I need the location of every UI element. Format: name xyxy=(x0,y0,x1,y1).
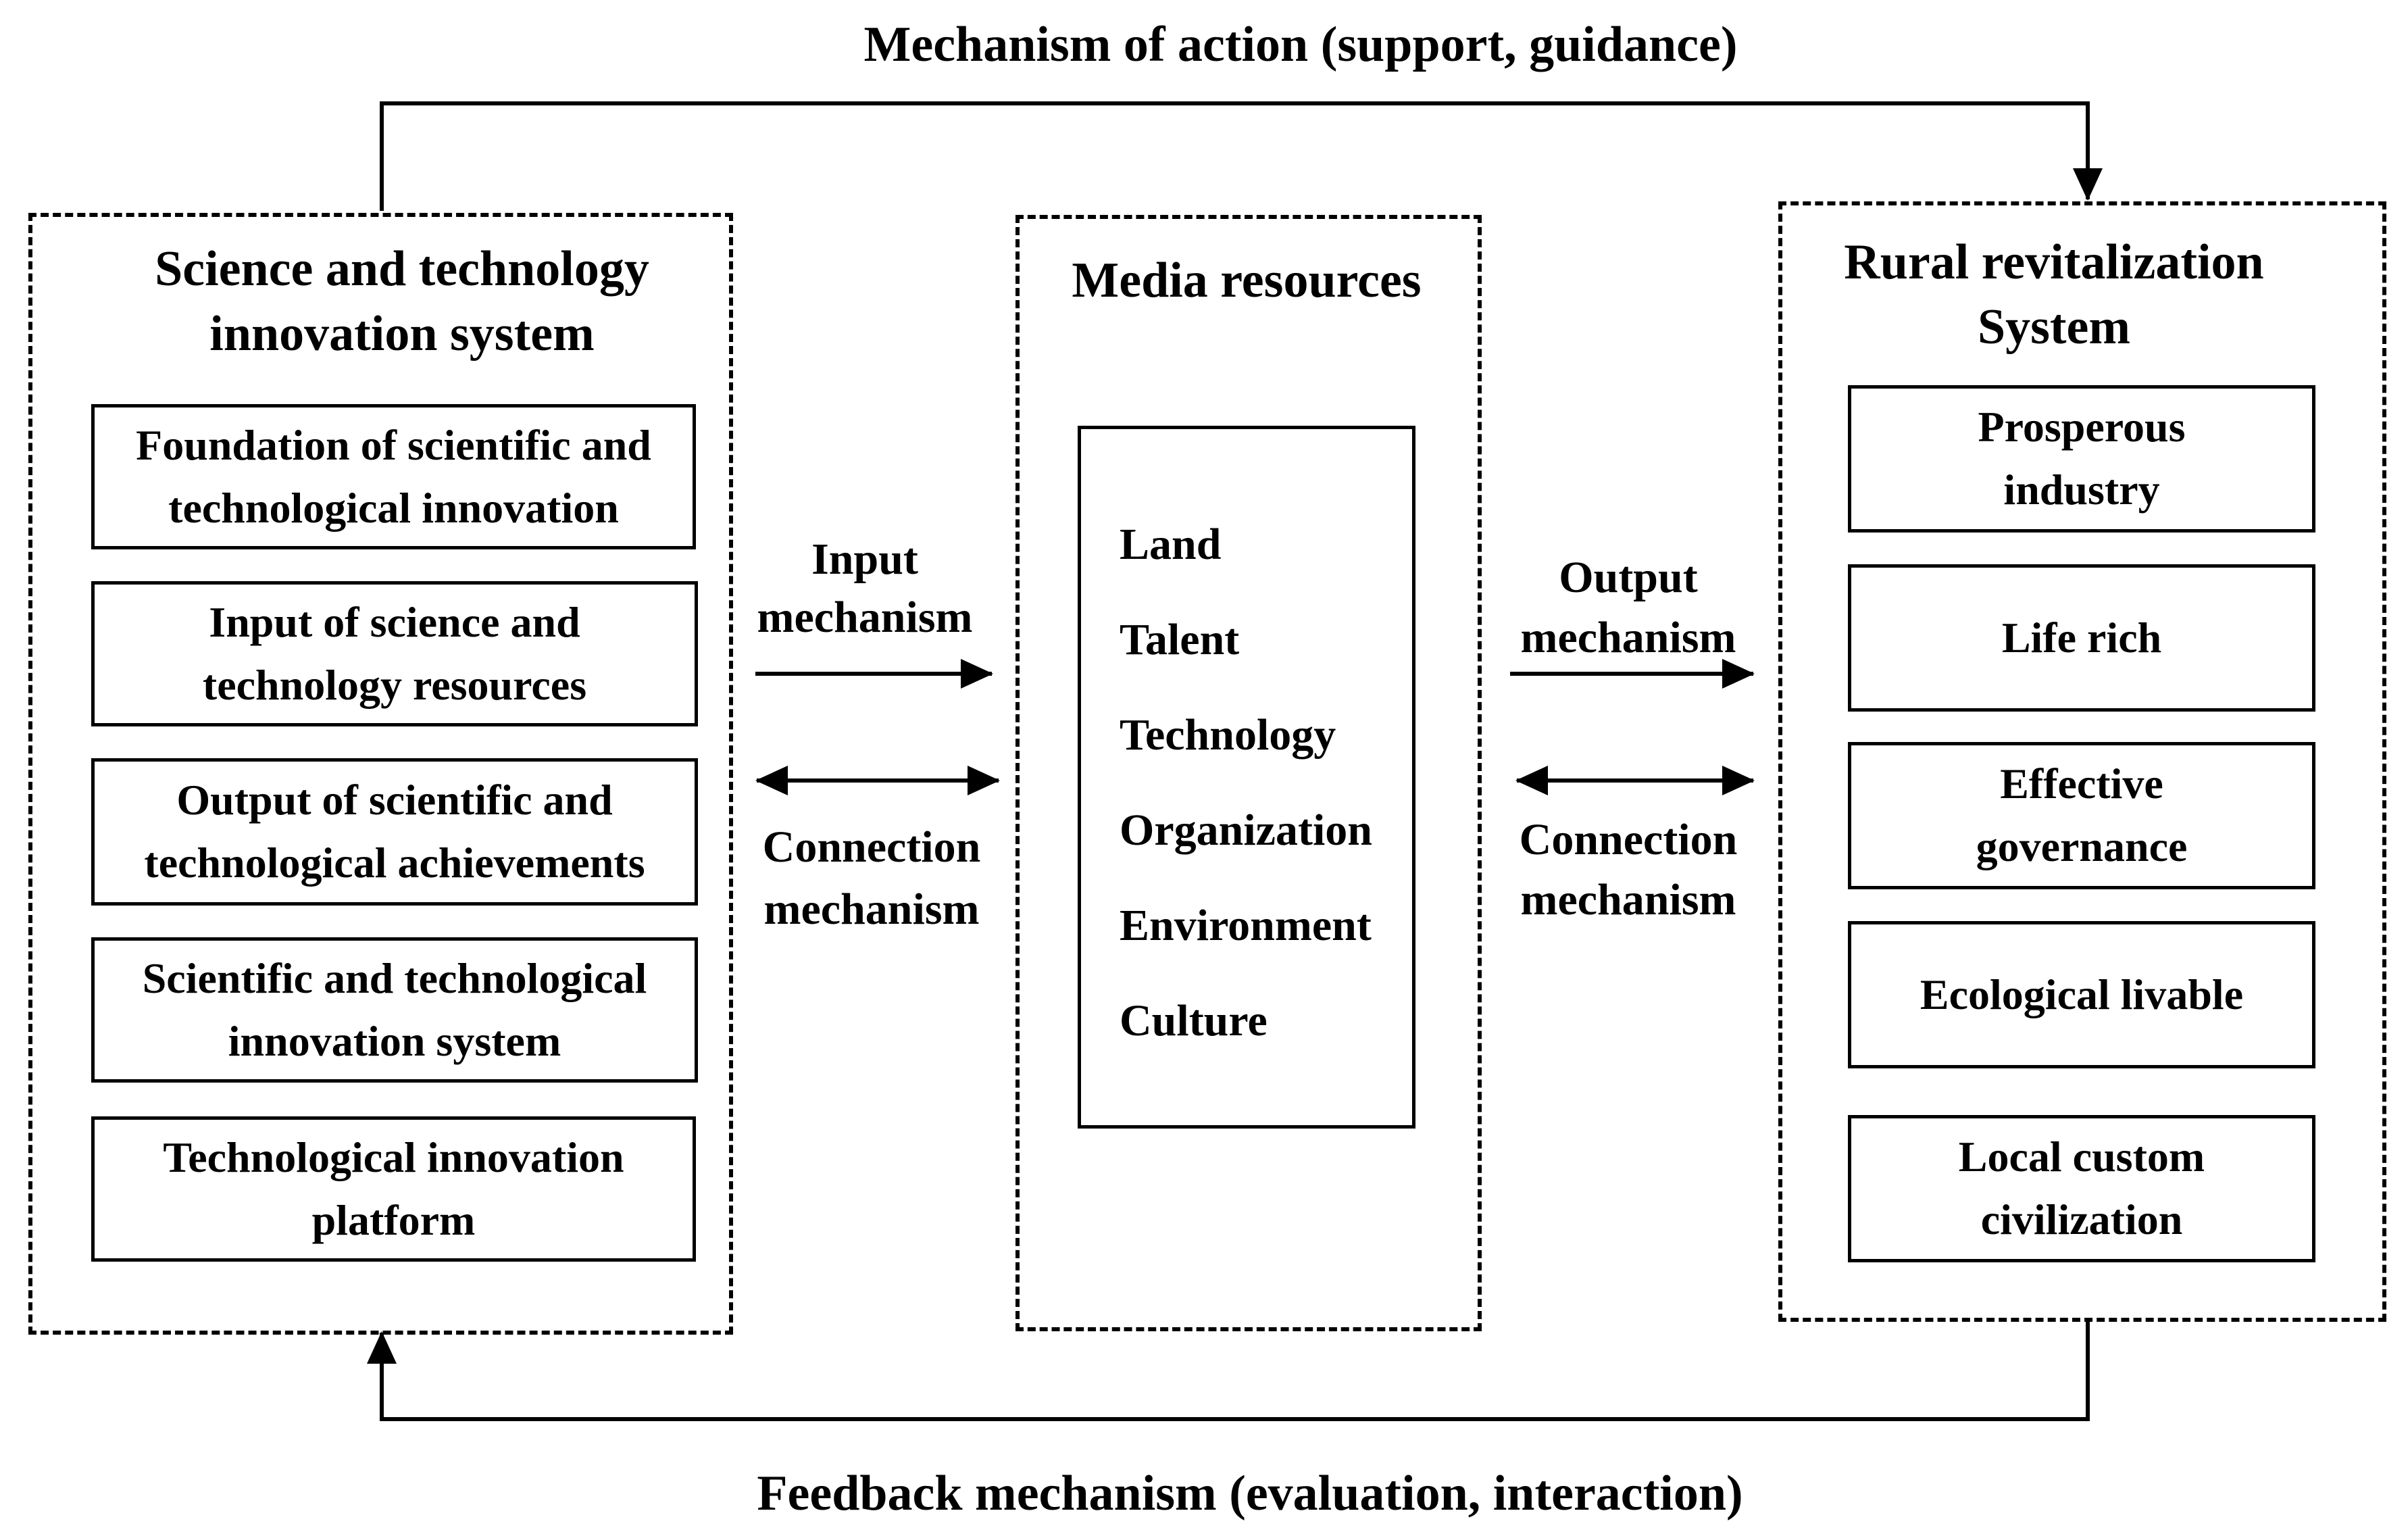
input-mechanism-label: Input mechanism xyxy=(757,535,973,642)
science-tech-panel-title: Science and technology innovation system xyxy=(155,241,649,362)
right-box-life-rich: Life rich xyxy=(1848,564,2315,712)
media-resources-title: Media resources xyxy=(1072,253,1422,308)
right-box-prosperous-industry: Prosperous industry xyxy=(1848,385,2315,533)
left-box-foundation: Foundation of scientific and technologic… xyxy=(91,404,696,549)
media-resources-panel xyxy=(1015,215,1482,1331)
media-resources-box xyxy=(1078,426,1415,1129)
media-item-culture: Culture xyxy=(1120,996,1268,1045)
science-tech-panel xyxy=(28,213,733,1335)
right-box-effective-governance: Effective governance xyxy=(1848,742,2315,889)
action-mechanism-line xyxy=(380,101,2103,211)
left-box-output: Output of scientific and technological a… xyxy=(91,758,698,906)
rural-revitalization-panel xyxy=(1778,201,2386,1322)
right-connection-mechanism-label: Connection mechanism xyxy=(1519,815,1738,925)
media-resources-list: Land Talent Technology Organization Envi… xyxy=(1120,497,1372,1068)
left-box-platform: Technological innovation platform xyxy=(91,1116,696,1262)
output-mechanism-label: Output mechanism xyxy=(1520,553,1736,663)
feedback-mechanism-line xyxy=(367,1319,2090,1421)
left-connection-mechanism-label: Connection mechanism xyxy=(762,822,981,935)
media-item-land: Land xyxy=(1120,520,1222,569)
right-box-local-custom: Local custom civilization xyxy=(1848,1115,2315,1262)
rural-revitalization-title: Rural revitalization System xyxy=(1844,234,2264,355)
bottom-mechanism-label: Feedback mechanism (evaluation, interact… xyxy=(757,1466,1743,1521)
media-item-organization: Organization xyxy=(1120,806,1372,855)
right-box-ecological-livable: Ecological livable xyxy=(1848,921,2315,1068)
media-item-technology: Technology xyxy=(1120,710,1336,760)
left-box-innovation-system: Scientific and technological innovation … xyxy=(91,937,698,1083)
media-item-environment: Environment xyxy=(1120,901,1372,950)
top-mechanism-label: Mechanism of action (support, guidance) xyxy=(863,17,1738,72)
left-box-input: Input of science and technology resource… xyxy=(91,581,698,726)
media-item-talent: Talent xyxy=(1120,615,1240,664)
